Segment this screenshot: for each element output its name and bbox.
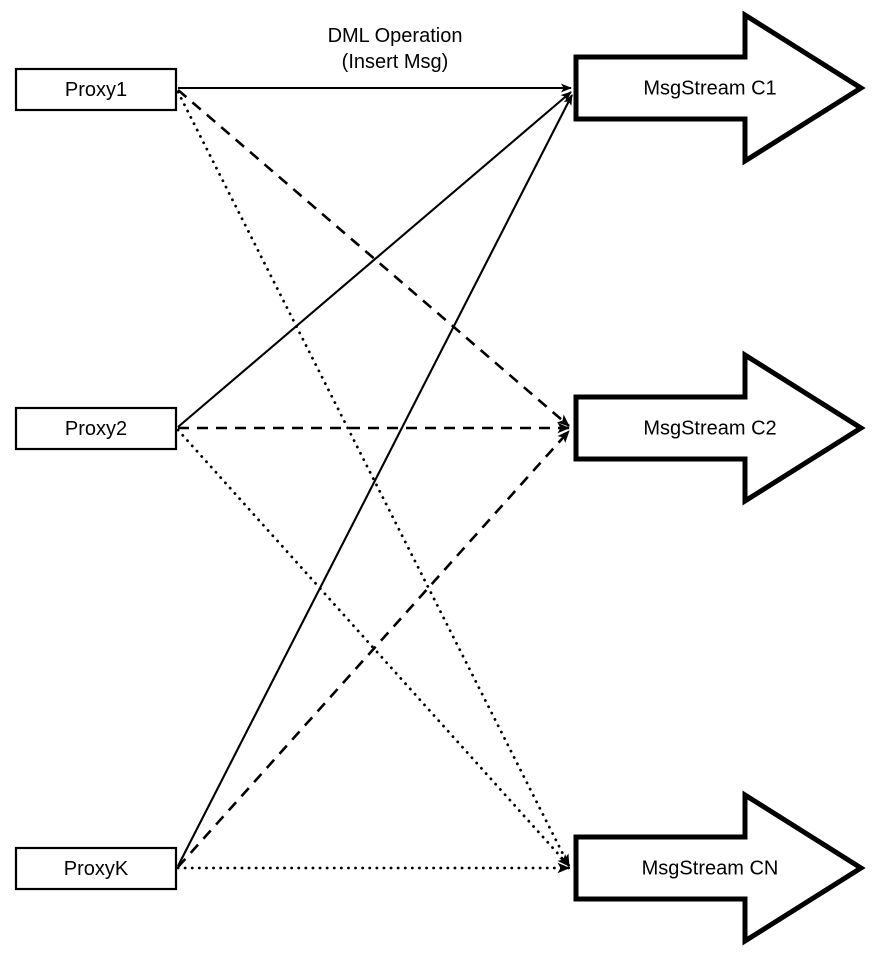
- proxy-node-proxy2[interactable]: Proxy2: [14, 406, 178, 451]
- proxy-label: Proxy2: [65, 418, 127, 440]
- proxy-label: Proxy1: [65, 79, 127, 101]
- proxy-node-proxyk[interactable]: ProxyK: [14, 846, 178, 891]
- msgstream-arrow-shape: [573, 350, 866, 506]
- proxy-box-rect: [14, 67, 178, 112]
- msgstream-arrow-shape: [573, 10, 866, 166]
- msgstream-node-stream_cn[interactable]: MsgStream CN: [573, 790, 866, 946]
- link-p1-cn: [176, 90, 571, 868]
- link-p1-c2: [177, 89, 570, 427]
- msgstream-node-stream_c1[interactable]: MsgStream C1: [573, 10, 866, 166]
- link-p2-c1: [177, 91, 572, 428]
- dml-operation-label-line1: DML Operation: [328, 25, 463, 47]
- link-pk-c2: [177, 430, 570, 868]
- msgstream-label: MsgStream CN: [642, 857, 779, 879]
- link-pk-c1: [177, 94, 573, 867]
- dml-operation-label: DML Operation (Insert Msg): [328, 25, 463, 73]
- msgstream-node-stream_c2[interactable]: MsgStream C2: [573, 350, 866, 506]
- msgstream-label: MsgStream C2: [643, 417, 776, 439]
- proxy-box-rect: [14, 406, 178, 451]
- connection-links-group: [176, 83, 573, 874]
- proxy-box-rect: [14, 846, 178, 891]
- proxy-node-proxy1[interactable]: Proxy1: [14, 67, 178, 112]
- msgstream-nodes-group: MsgStream C1 MsgStream C2 MsgStream CN: [573, 10, 866, 946]
- dml-operation-label-line2: (Insert Msg): [342, 51, 449, 73]
- proxy-label: ProxyK: [64, 858, 129, 880]
- msgstream-label: MsgStream C1: [643, 77, 776, 99]
- msgstream-arrow-shape: [573, 790, 866, 946]
